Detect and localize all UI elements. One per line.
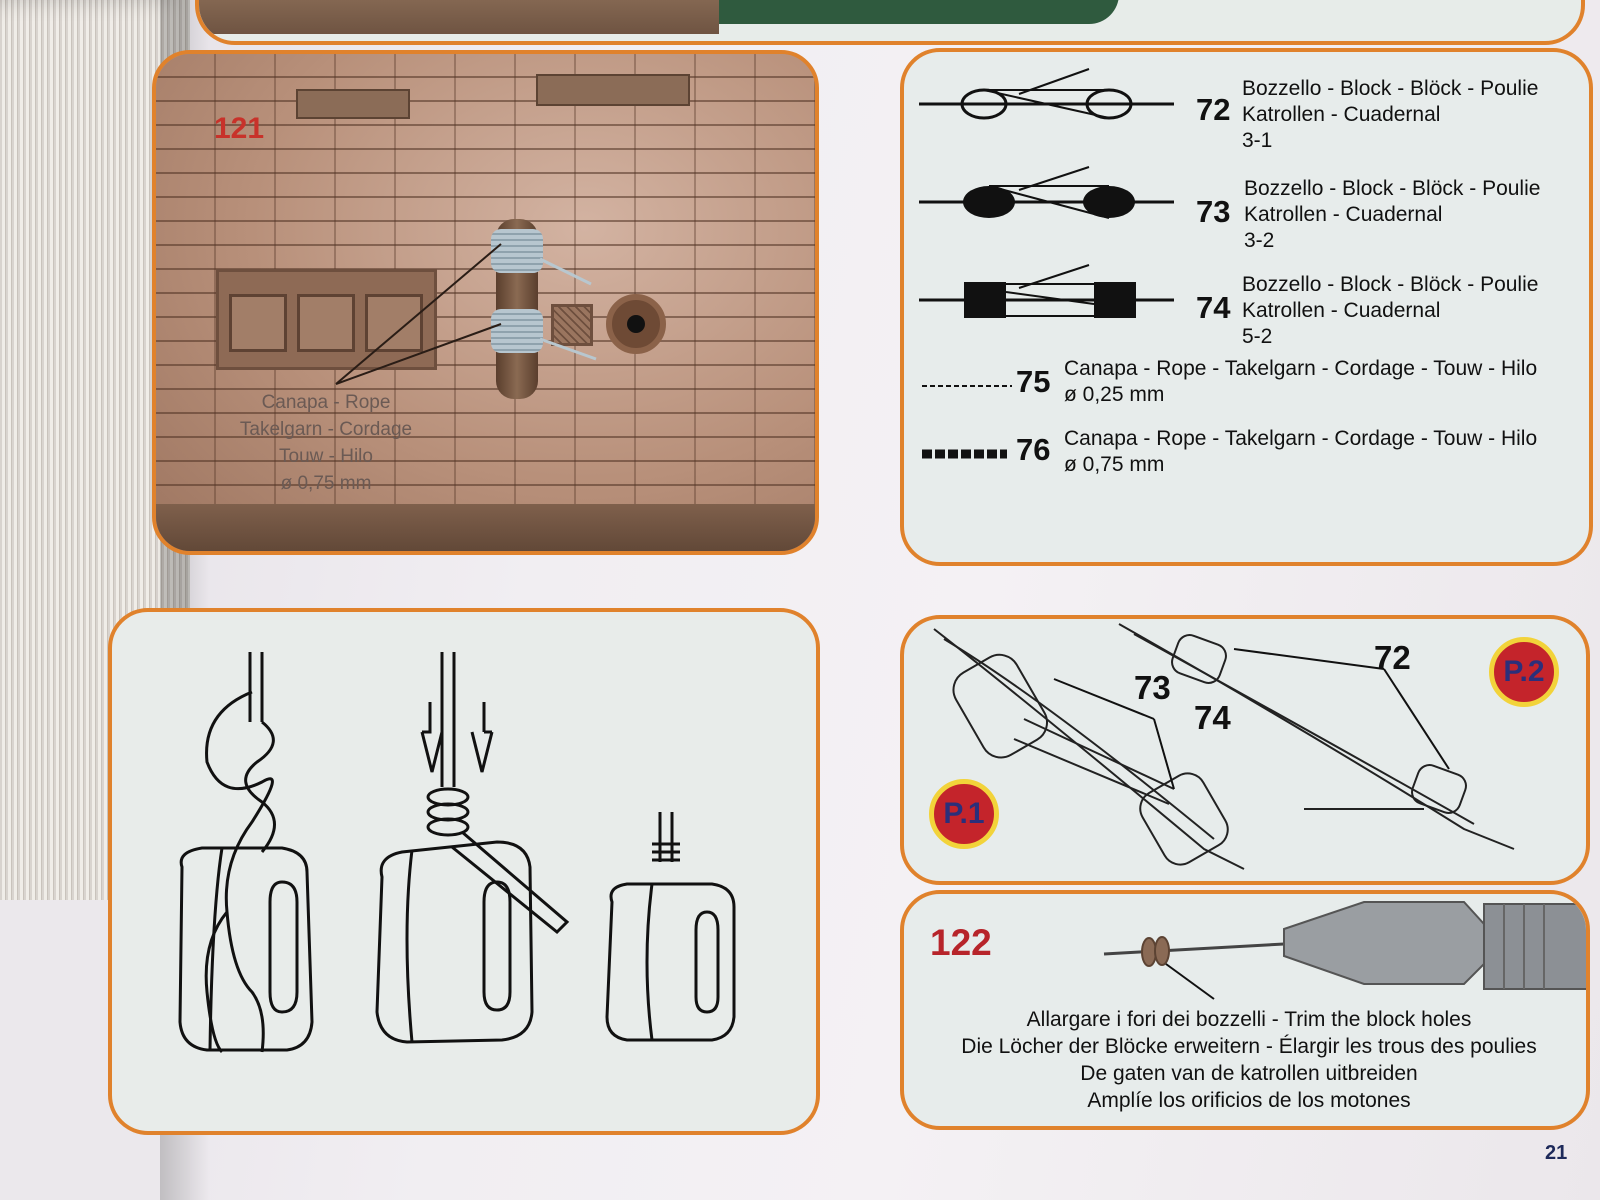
green-photo-fragment [719, 0, 1119, 24]
rope-coil [491, 309, 543, 353]
step-122-instructions: Allargare i fori dei bozzelli - Trim the… [961, 1008, 1537, 1112]
single-block-icon [919, 68, 1174, 120]
block-3-icon [605, 812, 736, 1042]
block-2-icon [375, 652, 570, 1044]
rope-caption: Canapa - Rope Takelgarn - Cordage Touw -… [239, 392, 413, 494]
label-72: 72 [1374, 639, 1411, 676]
thin-rope-icon [922, 385, 1012, 387]
label-73: 73 [1134, 669, 1171, 706]
previous-step-panel [195, 0, 1585, 45]
square-block-icon [919, 264, 1174, 318]
block-tying-diagram [178, 652, 736, 1054]
deck-fitting [536, 74, 690, 106]
wood-photo-fragment [199, 0, 719, 34]
rigging-drawing [933, 623, 1515, 870]
block-assembly-diagram: 73 74 72 P.1 P.2 [900, 615, 1590, 885]
step-number: 121 [214, 112, 265, 145]
step-number: 122 [930, 922, 992, 963]
step-121-photo: 121 Canapa - Rope Takelgarn - Cordage To… [152, 50, 819, 555]
thick-rope-icon [922, 449, 1007, 459]
ship-rail [156, 504, 815, 551]
deck-fitting [296, 89, 410, 119]
block-knot-illustration [108, 608, 820, 1135]
badge-p1: P.1 [929, 779, 999, 849]
block-1-icon [178, 652, 314, 1054]
deck-grate [551, 304, 593, 346]
rope-coil [491, 229, 543, 273]
drill-illustration [1103, 901, 1586, 1000]
page-number: 21 [1545, 1142, 1568, 1164]
deck-hole [606, 294, 666, 354]
pointer-lines [335, 243, 597, 385]
deck-hatch [216, 269, 437, 370]
double-block-icon [919, 166, 1174, 219]
label-74: 74 [1194, 699, 1231, 736]
badge-p2: P.2 [1489, 637, 1559, 707]
step-122-panel: 122 Allargare i fori dei bozzelli - Trim… [900, 890, 1590, 1130]
